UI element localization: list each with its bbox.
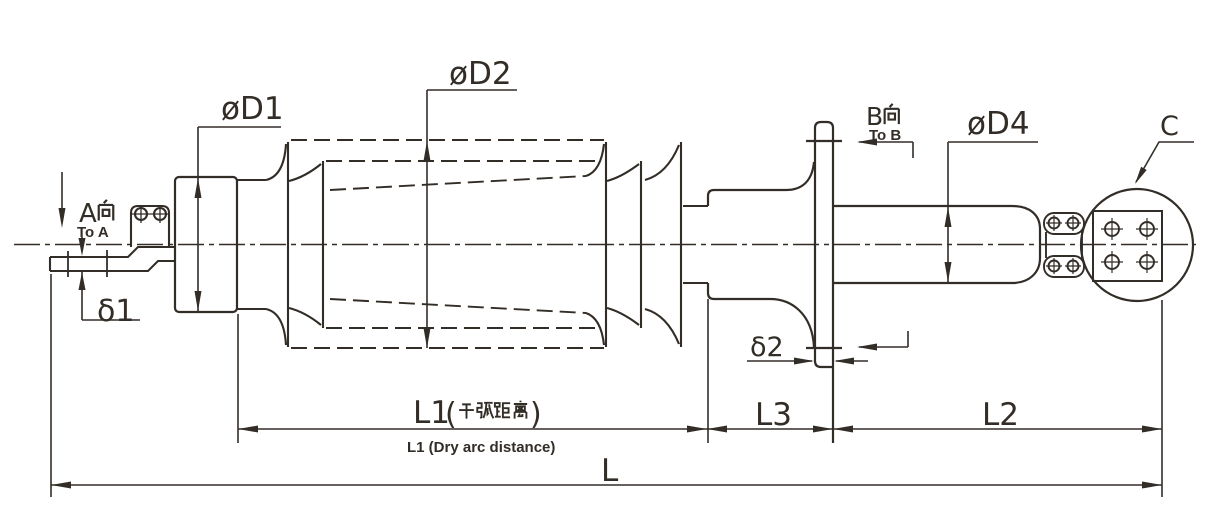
big-shed-1 <box>265 142 290 347</box>
bell-bottom <box>706 283 816 348</box>
flange-section-ticks <box>806 139 842 350</box>
dim-d2-line <box>426 89 517 348</box>
label-l: L <box>601 453 619 489</box>
fitting-c-bolts <box>1101 218 1158 273</box>
label-view-b-letter: B <box>866 102 883 131</box>
label-l1: L1 <box>413 395 450 431</box>
fitting-c-circle <box>1079 187 1195 303</box>
label-view-b-cjk <box>883 102 900 126</box>
label-l3: L3 <box>755 397 792 433</box>
label-delta1: δ1 <box>97 294 134 329</box>
label-l1-cn-glyphs <box>458 399 529 420</box>
label-view-b-en: To B <box>869 127 901 144</box>
clamp-bolt-crosshairs <box>1046 215 1081 274</box>
stem-to-flange <box>683 204 708 285</box>
small-shed-2 <box>606 161 643 328</box>
hidden-taper-bottom <box>329 298 587 314</box>
c-leader-line <box>1135 141 1194 183</box>
dim-d4-line <box>947 141 1038 283</box>
hidden-shed-lines <box>291 139 604 349</box>
insulator-sheds <box>237 142 708 347</box>
tongue-hole-ticks <box>67 250 108 277</box>
end-fitting-c <box>1079 187 1195 303</box>
sheath-left <box>237 178 266 311</box>
tongue-blade <box>48 245 175 273</box>
hidden-taper-top <box>329 175 587 191</box>
label-l2: L2 <box>982 397 1019 433</box>
big-shed-3 <box>644 142 683 347</box>
fitting-c-plate <box>1092 210 1163 282</box>
label-d1: øD1 <box>221 91 284 127</box>
small-shed-1 <box>288 161 325 328</box>
label-l1-paren-close: ) <box>530 397 542 432</box>
label-c: C <box>1160 111 1179 142</box>
left-end-cap <box>173 175 239 314</box>
dimension-lines <box>50 89 1194 497</box>
clamp-top <box>1043 212 1085 235</box>
dimension-arrowheads <box>51 138 1162 489</box>
label-l1-en: L1 (Dry arc distance) <box>407 439 555 456</box>
label-view-a-en: To A <box>77 224 109 241</box>
label-view-a-letter: A <box>79 199 97 229</box>
bracket-bolt-crosshairs <box>132 205 169 223</box>
left-tongue-fitting <box>48 204 175 277</box>
tongue-bracket <box>129 204 171 247</box>
flange-plate <box>813 120 835 369</box>
bell-top <box>706 161 816 206</box>
label-delta2: δ2 <box>750 332 784 363</box>
view-b-bottom-line <box>859 331 909 348</box>
dim-d1-line <box>197 126 281 311</box>
label-d2: øD2 <box>449 56 512 92</box>
shaft-d4 <box>833 204 1042 285</box>
right-bell-fitting <box>706 120 842 443</box>
clamp-bottom <box>1043 255 1085 278</box>
label-l1-paren-open: ( <box>445 397 457 432</box>
view-b-top-line <box>859 141 914 158</box>
label-d4: øD4 <box>967 106 1030 142</box>
drawing-labels: øD1 øD2 øD4 δ1 δ2 L1 ( ) L1 (Dry arc dis… <box>77 56 1179 489</box>
big-shed-2 <box>585 142 608 347</box>
label-view-a-cjk <box>97 198 115 222</box>
